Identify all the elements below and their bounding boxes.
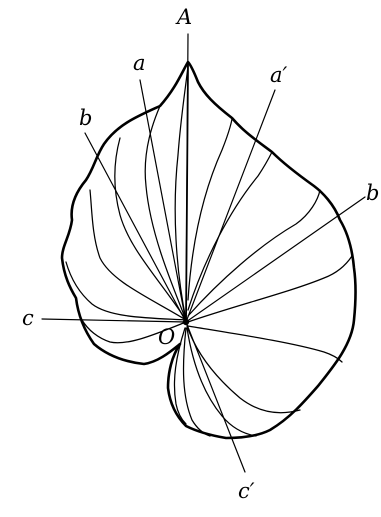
ray-b [85, 133, 186, 322]
label-O: O [158, 325, 175, 349]
ray-a [140, 80, 186, 322]
ray-b-right [186, 197, 365, 322]
vein-left-4 [90, 190, 186, 320]
label-a-prime: a′ [270, 63, 288, 87]
vein-right-1 [188, 118, 232, 300]
ray-c-prime [186, 322, 245, 472]
vein-lower-1 [187, 326, 300, 413]
leaf-outline [62, 62, 356, 438]
label-b: b [79, 106, 92, 130]
label-A: A [175, 5, 192, 29]
vein-lower-2 [187, 328, 256, 436]
label-a: a [133, 51, 146, 75]
label-c: c [22, 306, 34, 330]
vein-right-4 [188, 256, 352, 322]
origin-point [183, 319, 189, 325]
vein-right-2 [188, 152, 272, 310]
vein-lower-3 [184, 328, 210, 436]
vein-left-5 [66, 262, 186, 320]
vein-right-3 [188, 190, 320, 316]
label-b-right: b [366, 181, 379, 205]
vein-right-5 [188, 326, 342, 362]
label-c-prime: c′ [238, 479, 255, 503]
